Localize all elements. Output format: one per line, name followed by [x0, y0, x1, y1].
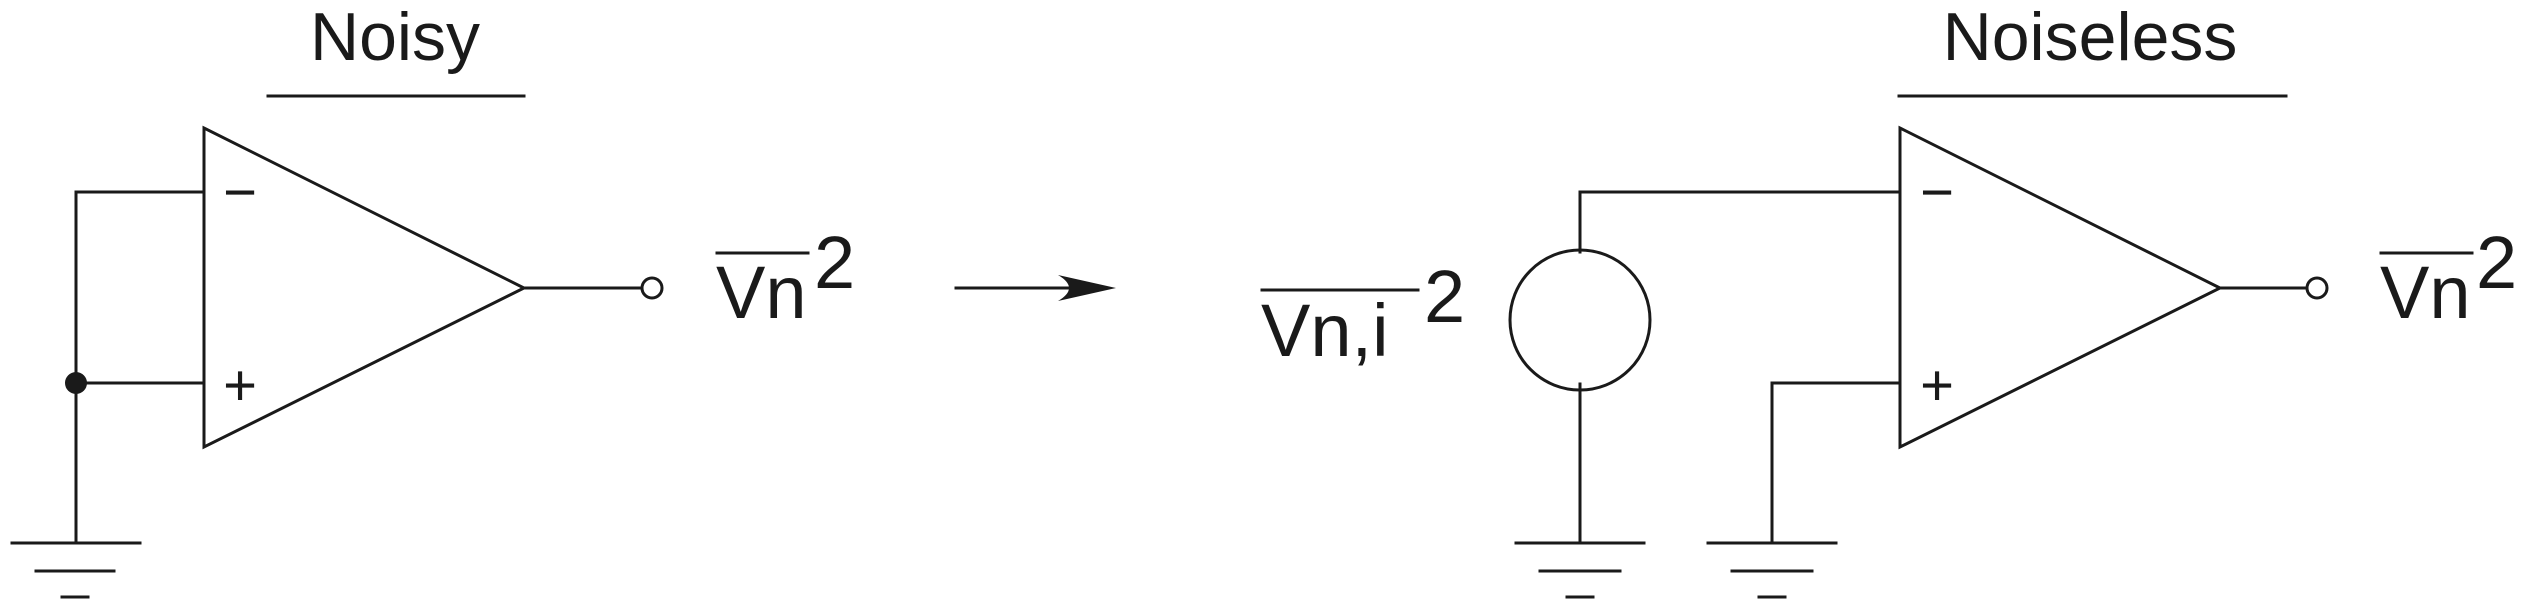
noiseless-plus-sign: +: [1920, 353, 1954, 418]
noisy-output-terminal: [640, 276, 664, 300]
noisy-minus-input-wire: [74, 190, 206, 545]
noisy-ground-symbol: [10, 541, 142, 599]
noisy-plus-sign: +: [223, 353, 257, 418]
noiseless-minus-sign: −: [1920, 160, 1954, 225]
noise-voltage-source: [1508, 248, 1652, 392]
noiseless-output-terminal: [2305, 276, 2329, 300]
plus-input-ground-symbol: [1706, 541, 1838, 599]
noisy-minus-sign: −: [223, 160, 257, 225]
transform-arrow: [954, 275, 1116, 301]
noisy-circuit: Noisy − + Vn 2: [10, 0, 855, 599]
noiseless-plus-input-wire: [1770, 381, 1902, 545]
source-label: Vn,i: [1261, 289, 1389, 372]
noiseless-output-exponent: 2: [2476, 221, 2517, 304]
noiseless-circuit: Noiseless − + Vn,i 2 Vn 2: [1260, 0, 2517, 599]
noisy-title: Noisy: [310, 0, 480, 75]
noiseless-output-label: Vn: [2380, 251, 2471, 334]
source-top-wire: [1578, 190, 1902, 254]
source-ground-symbol: [1514, 541, 1646, 599]
noisy-junction-dot: [65, 372, 87, 394]
noiseless-title: Noiseless: [1943, 0, 2238, 75]
noisy-output-label: Vn: [716, 251, 807, 334]
noiseless-opamp-triangle: [1898, 125, 2224, 450]
noisy-opamp-triangle: [202, 125, 528, 450]
noisy-output-exponent: 2: [814, 221, 855, 304]
source-label-exponent: 2: [1424, 255, 1465, 338]
